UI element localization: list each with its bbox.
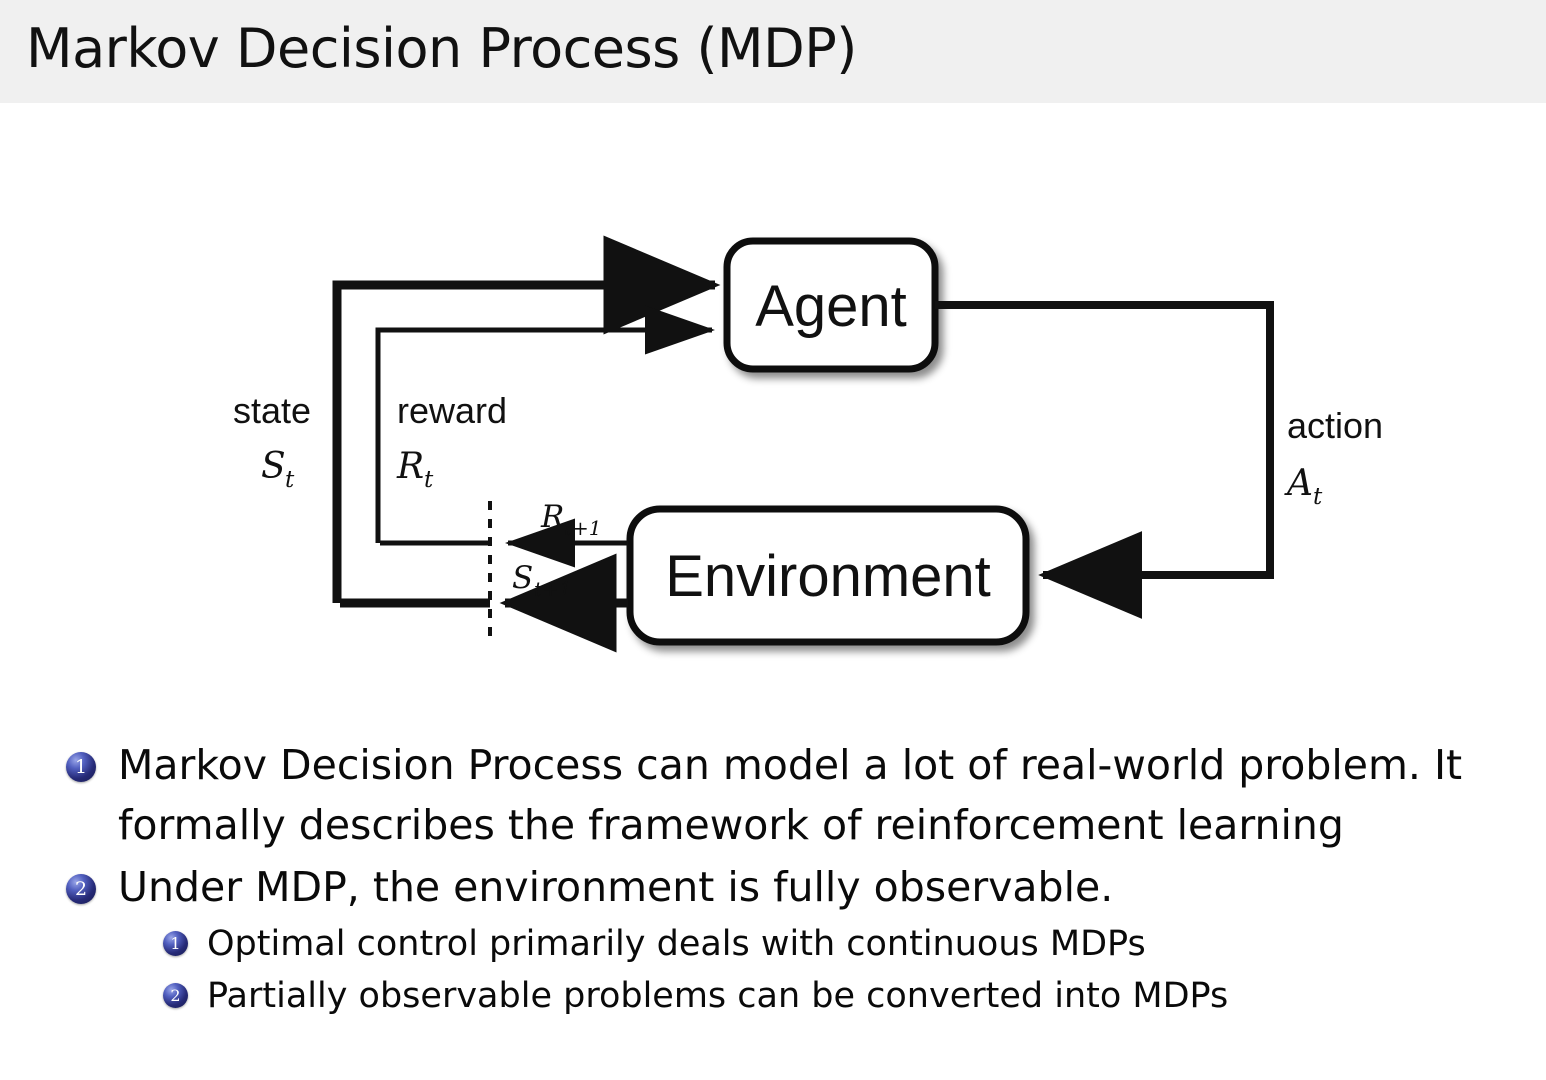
reward-label-group: reward R t [396,390,507,493]
bullet-line-1: Under MDP, the environment is fully obse… [118,863,1114,911]
environment-label: Environment [665,544,991,609]
reward-subscript-label: t [424,467,434,493]
bullet-text: Under MDP, the environment is fully obse… [118,857,1518,917]
action-subscript-label: t [1313,484,1323,510]
slide-header-bar [0,0,1546,103]
sub-bullet-text: Partially observable problems can be con… [207,976,1229,1016]
environment-box [626,505,1030,646]
action-path [935,301,1274,619]
sub-bullet-text: Optimal control primarily deals with con… [207,924,1146,964]
reward-feedback-path [375,305,716,543]
next-reward-symbol-label: R [540,499,564,535]
state-subscript-label: t [285,467,295,493]
next-state-subscript-label: t+1 [534,577,572,601]
state-symbol-label: S [261,446,286,487]
mdp-diagram: Agent Environment state S t reward R t a… [0,103,1546,703]
agent-node: Agent [723,237,939,373]
sub-bullet-marker-2: 2 [163,983,188,1008]
environment-node: Environment [626,505,1030,646]
list-item: 1 Markov Decision Process can model a lo… [66,735,1546,855]
bullet-list: 1 Markov Decision Process can model a lo… [0,735,1546,1023]
list-item: 1 Optimal control primarily deals with c… [163,919,1546,970]
sub-bullet-marker-1: 1 [163,931,188,956]
bullet-line-2: formally describes the framework of rein… [118,801,1344,849]
reward-symbol-label: R [396,446,424,487]
reward-word-label: reward [397,390,507,431]
bullet-marker-2: 2 [66,874,96,904]
action-word-label: action [1287,405,1383,446]
next-state-label-group: S t+1 [512,560,572,601]
next-reward-label-group: R t+1 [540,499,602,540]
state-feedback-path [332,235,721,603]
bullet-marker-1: 1 [66,752,96,782]
page-title: Markov Decision Process (MDP) [26,17,857,80]
action-label-group: action A t [1284,405,1383,510]
state-word-label: state [233,390,311,431]
list-item: 2 Partially observable problems can be c… [163,971,1546,1022]
action-symbol-label: A [1284,463,1313,504]
bullet-line-1: Markov Decision Process can model a lot … [118,741,1463,789]
state-label-group: state S t [233,390,311,493]
next-state-symbol-label: S [512,560,533,596]
next-reward-subscript-label: t+1 [564,516,602,540]
list-item: 2 Under MDP, the environment is fully ob… [66,857,1546,917]
agent-label: Agent [755,274,907,339]
bullet-text: Markov Decision Process can model a lot … [118,735,1518,855]
